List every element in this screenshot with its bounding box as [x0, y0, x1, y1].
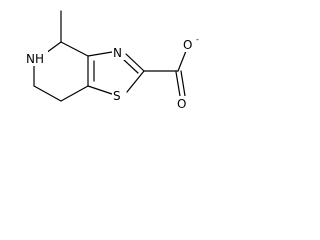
bonds — [33, 10, 187, 102]
atom-label-o-carbonyl: O — [177, 97, 186, 111]
bond-c7-c7a — [60, 85, 89, 102]
bond-n3-c2-double — [123, 59, 139, 74]
atom-label-n: N — [113, 46, 122, 60]
charge-label-minus: - — [196, 35, 199, 44]
bond-c6-c7 — [33, 85, 62, 102]
atom-label-o-minus: O — [183, 38, 192, 52]
atom-label-s: S — [113, 89, 121, 103]
bond-s1-c7a — [87, 85, 113, 95]
bond-n3-c2 — [125, 53, 145, 72]
molecule-structure: NH N S O - O — [26, 10, 199, 111]
bond-c2-s1 — [126, 70, 145, 93]
atom-label-nh: NH — [26, 52, 44, 66]
bond-ccarboxyl-o-double-a — [175, 71, 181, 97]
bond-c3a-c4 — [60, 41, 89, 57]
bond-ccarboxyl-o-double-b — [180, 70, 186, 97]
bond-ccarboxyl-o-minus — [177, 50, 187, 72]
atom-labels: NH N S O - O — [26, 35, 199, 111]
bond-c3a-n3 — [87, 51, 113, 57]
bond-c4-n5 — [45, 41, 62, 54]
